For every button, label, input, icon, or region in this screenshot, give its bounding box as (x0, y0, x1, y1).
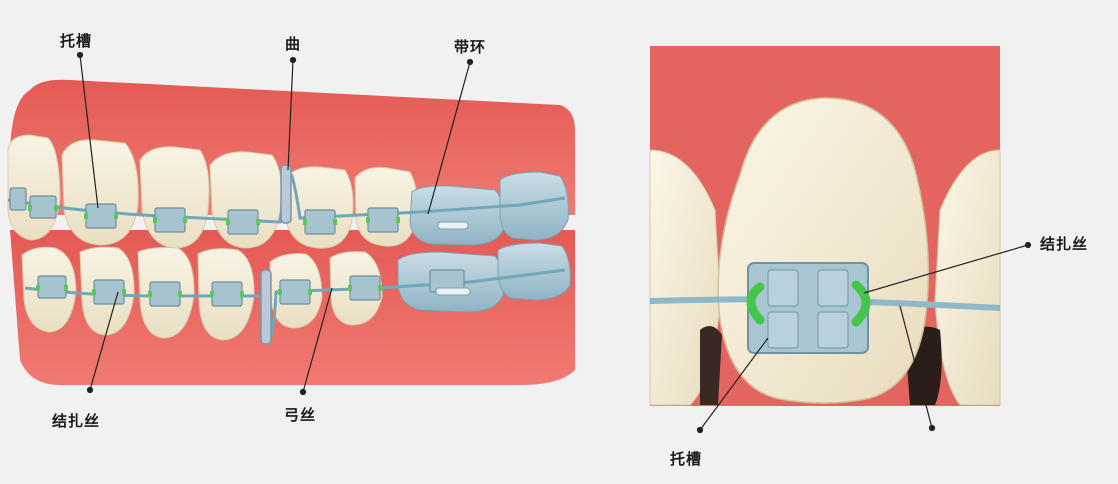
upper-brackets (9, 187, 399, 235)
label-ligature-wire: 结扎丝 (52, 412, 101, 430)
label-closeup-ligature-wire: 结扎丝 (1040, 235, 1089, 253)
leader-lines-left (76, 51, 474, 396)
lower-ligatures (36, 285, 382, 297)
label-loop: 曲 (285, 35, 302, 53)
lower-brackets (37, 269, 465, 307)
right-panel (649, 46, 1032, 434)
leader-lines-right (696, 241, 1032, 434)
closeup-bracket (747, 262, 869, 354)
closeup-ligature-right (851, 280, 871, 327)
label-band: 带环 (454, 38, 487, 56)
upper-band-tube (437, 221, 469, 230)
left-panel (7, 51, 575, 396)
upper-bands (409, 171, 569, 246)
wire-loop (280, 164, 292, 224)
label-archwire: 弓丝 (284, 406, 317, 424)
upper-ligatures (28, 205, 400, 225)
lower-band-tube (435, 287, 471, 296)
lower-wire-loop (260, 269, 272, 345)
closeup-ligature-left (746, 282, 765, 325)
label-bracket: 托槽 (60, 32, 93, 50)
label-closeup-bracket: 托槽 (670, 450, 703, 468)
